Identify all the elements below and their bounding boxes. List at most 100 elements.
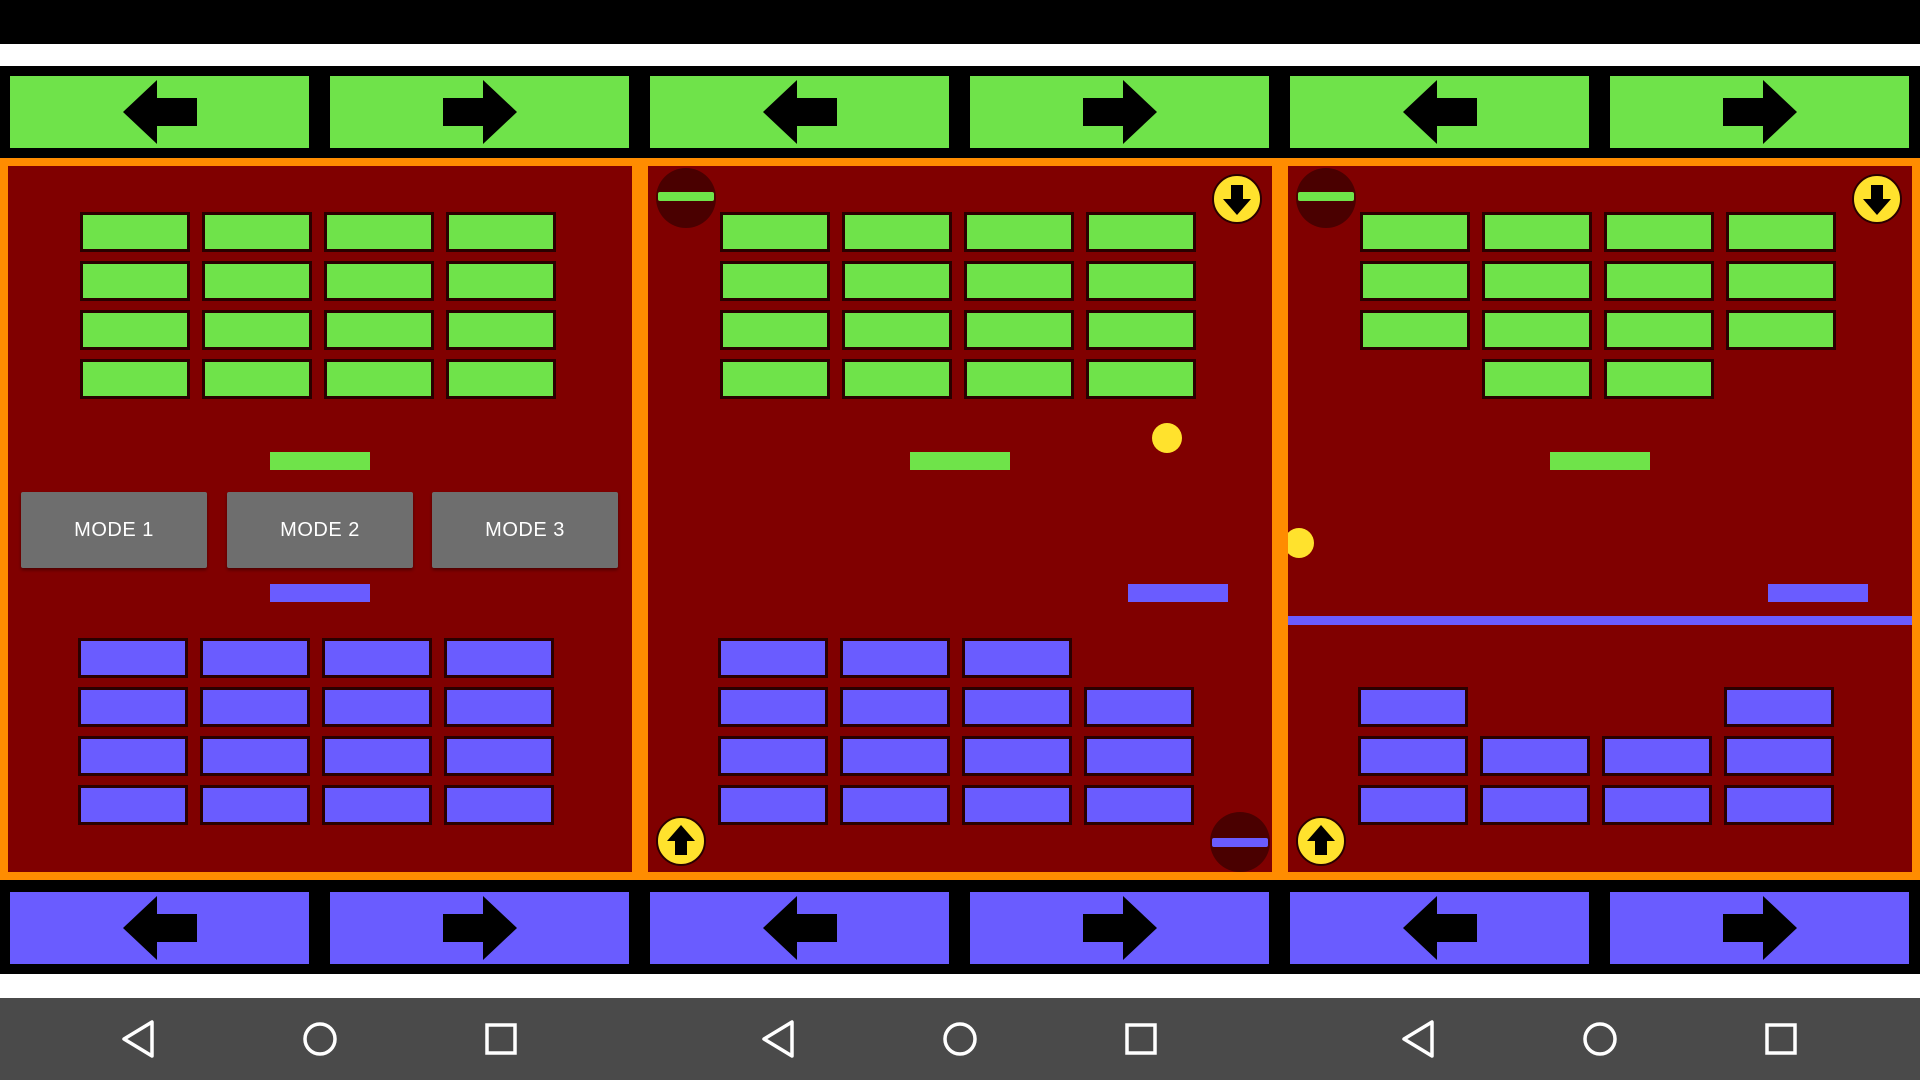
brick — [962, 736, 1072, 776]
brick — [1726, 261, 1836, 301]
brick — [842, 261, 952, 301]
arrow-up-icon[interactable] — [656, 816, 706, 866]
top-left-button-1[interactable] — [10, 76, 309, 148]
brick — [78, 638, 188, 678]
brick — [720, 261, 830, 301]
brick — [840, 638, 950, 678]
brick — [322, 638, 432, 678]
brick — [80, 310, 190, 350]
arrow-right-icon — [1082, 80, 1157, 144]
brick — [1726, 212, 1836, 252]
brick — [1604, 261, 1714, 301]
bottom-right-button-3[interactable] — [1610, 892, 1909, 964]
top-right-button-1[interactable] — [330, 76, 629, 148]
back-icon[interactable] — [116, 1016, 162, 1062]
brick — [324, 212, 434, 252]
home-icon[interactable] — [937, 1016, 983, 1062]
brick — [1084, 687, 1194, 727]
brick — [1360, 310, 1470, 350]
brick — [964, 212, 1074, 252]
back-icon[interactable] — [756, 1016, 802, 1062]
brick — [202, 310, 312, 350]
brick — [964, 310, 1074, 350]
bottom-left-button-3[interactable] — [1290, 892, 1589, 964]
top-left-button-2[interactable] — [650, 76, 949, 148]
brick — [78, 687, 188, 727]
brick — [1086, 310, 1196, 350]
game-panel-3 — [1288, 166, 1912, 872]
bottom-right-button-2[interactable] — [970, 892, 1269, 964]
brick — [1480, 736, 1590, 776]
arrow-left-icon — [762, 896, 837, 960]
brick — [80, 359, 190, 399]
brick — [1086, 359, 1196, 399]
brick — [78, 736, 188, 776]
brick — [964, 359, 1074, 399]
brick — [78, 785, 188, 825]
brick — [1086, 212, 1196, 252]
brick — [1604, 212, 1714, 252]
bottom-paddle — [270, 584, 370, 602]
brick — [1084, 736, 1194, 776]
brick — [1602, 736, 1712, 776]
arrow-left-icon — [122, 80, 197, 144]
top-right-button-2[interactable] — [970, 76, 1269, 148]
brick — [322, 687, 432, 727]
brick — [1604, 310, 1714, 350]
top-left-button-3[interactable] — [1290, 76, 1589, 148]
mode-2-button[interactable]: MODE 2 — [227, 492, 413, 568]
bottom-paddle — [1768, 584, 1868, 602]
brick — [202, 212, 312, 252]
game-panel-menu: MODE 1 MODE 2 MODE 3 — [8, 166, 632, 872]
arrow-down-icon[interactable] — [1852, 174, 1902, 224]
brick — [1084, 785, 1194, 825]
brick — [1724, 687, 1834, 727]
recents-icon[interactable] — [478, 1016, 524, 1062]
bottom-right-button-1[interactable] — [330, 892, 629, 964]
arrow-left-icon — [762, 80, 837, 144]
brick — [840, 785, 950, 825]
arrow-down-icon[interactable] — [1212, 174, 1262, 224]
brick — [202, 261, 312, 301]
mode-3-button[interactable]: MODE 3 — [432, 492, 618, 568]
top-controls — [0, 66, 1920, 158]
mode-1-button[interactable]: MODE 1 — [21, 492, 207, 568]
back-icon[interactable] — [1396, 1016, 1442, 1062]
brick — [962, 687, 1072, 727]
top-indicator-circle — [1296, 168, 1356, 228]
brick — [718, 736, 828, 776]
brick — [200, 687, 310, 727]
brick — [1482, 310, 1592, 350]
home-icon[interactable] — [1577, 1016, 1623, 1062]
home-icon[interactable] — [297, 1016, 343, 1062]
bottom-left-button-2[interactable] — [650, 892, 949, 964]
arrow-left-icon — [1402, 80, 1477, 144]
brick — [446, 310, 556, 350]
bottom-left-button-1[interactable] — [10, 892, 309, 964]
brick — [200, 736, 310, 776]
brick — [1482, 359, 1592, 399]
brick — [444, 687, 554, 727]
navigation-bar — [0, 998, 1920, 1080]
arrow-up-icon[interactable] — [1296, 816, 1346, 866]
brick — [200, 785, 310, 825]
status-bar — [0, 0, 1920, 44]
recents-icon[interactable] — [1758, 1016, 1804, 1062]
top-paddle — [1550, 452, 1650, 470]
bottom-paddle — [1128, 584, 1228, 602]
recents-icon[interactable] — [1118, 1016, 1164, 1062]
bottom-player-dash — [1212, 838, 1268, 847]
top-player-dash — [658, 192, 714, 201]
brick — [720, 310, 830, 350]
brick — [1726, 310, 1836, 350]
brick — [840, 687, 950, 727]
bottom-defense-line — [1288, 616, 1912, 625]
top-right-button-3[interactable] — [1610, 76, 1909, 148]
top-indicator-circle — [656, 168, 716, 228]
top-paddle — [910, 452, 1010, 470]
game-panel-2 — [648, 166, 1272, 872]
bottom-indicator-circle — [1210, 812, 1270, 872]
brick — [446, 359, 556, 399]
brick — [1482, 212, 1592, 252]
brick — [202, 359, 312, 399]
